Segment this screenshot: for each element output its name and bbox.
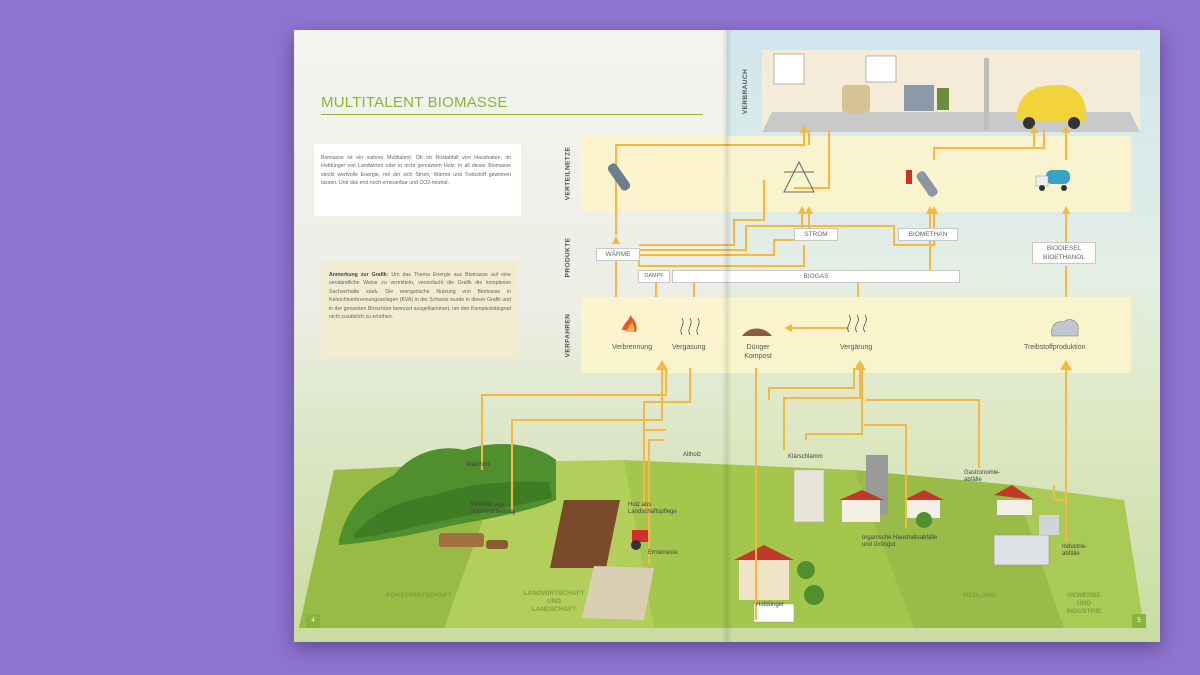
stage-verbrauch: VERBRAUCH	[742, 68, 750, 114]
process-duenger-kompost: Dünger Kompost	[740, 343, 776, 361]
gasification-icon	[680, 317, 700, 336]
flow-diagram	[481, 125, 1079, 620]
product-biodiesel: BIODIESEL	[1046, 245, 1082, 252]
note-box	[321, 261, 518, 359]
landscape-illustration	[299, 444, 1144, 628]
tanker-truck-icon	[1035, 170, 1070, 191]
fuel-production-icon	[1051, 319, 1079, 337]
area-forstwirtschaft: FORSTWIRTSCHAFT	[386, 592, 452, 599]
product-bioethanol: BIOETHANOL	[1043, 254, 1085, 261]
stage-verteilnetze: VERTEILNETZE	[564, 146, 572, 200]
source-altholz: Altholz	[683, 452, 702, 458]
pipe-icon	[607, 163, 631, 191]
brochure-spread: MULTITALENT BIOMASSE Biomasse ist ein wa…	[294, 30, 1160, 642]
note-body: Um das Thema Energie aus Biomasse auf ei…	[329, 272, 511, 321]
product-strom: STROM	[794, 228, 838, 241]
product-biodiesel-bioethanol: BIODIESEL BIOETHANOL	[1032, 242, 1096, 264]
source-hofduenger: Hofdünger	[756, 602, 785, 608]
product-dampf: DAMPF	[638, 270, 670, 283]
source-gastronomieabfaelle: Gastronomie-abfälle	[964, 470, 1001, 483]
compost-icon	[742, 328, 772, 336]
source-waldholz: Waldholz	[466, 462, 491, 468]
fermentation-icon	[847, 314, 867, 333]
fire-icon	[622, 315, 637, 332]
source-industrieabfaelle: Industrie-abfälle	[1062, 544, 1088, 557]
source-ernterreste: Ernterreste	[648, 550, 678, 556]
note-text: Anmerkung zur Grafik: Um das Thema Energ…	[329, 271, 511, 321]
title-rule	[321, 114, 703, 115]
process-vergasung: Vergasung	[672, 344, 706, 351]
area-siedlung: SIEDLUNG	[962, 592, 996, 599]
product-biogas: BIOGAS	[672, 270, 960, 283]
process-verbrennung: Verbrennung	[612, 344, 653, 351]
page-number-left: 4	[306, 614, 320, 628]
book-spine	[722, 30, 732, 642]
intro-text: Biomasse ist ein wahres Multitalent. Ob …	[321, 155, 511, 187]
product-biomethan: BIOMETHAN	[898, 228, 958, 241]
intro-box	[314, 144, 521, 216]
process-vergaerung: Vergärung	[840, 344, 873, 351]
page-title: MULTITALENT BIOMASSE	[321, 94, 508, 111]
consumption-illustration	[762, 50, 1140, 132]
power-pylon-icon	[783, 160, 815, 193]
note-label: Anmerkung zur Grafik:	[329, 272, 389, 278]
verfahren-band	[581, 297, 1131, 373]
gas-pipe-icon	[906, 170, 938, 197]
stage-verfahren: VERFAHREN	[564, 313, 572, 357]
page-number-right: 5	[1132, 614, 1146, 628]
process-kompost: Kompost	[744, 353, 772, 360]
process-treibstoffproduktion: Treibstoffproduktion	[1024, 344, 1086, 351]
source-klaerschlamm: Klärschlamm	[788, 454, 823, 460]
process-duenger: Dünger	[746, 344, 770, 351]
stage-produkte: PRODUKTE	[564, 237, 572, 277]
product-waerme: WÄRME	[596, 248, 640, 261]
